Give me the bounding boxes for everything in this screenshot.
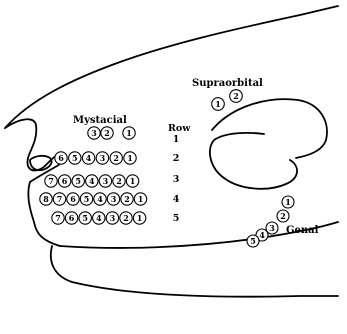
mystacial-whisker: 7	[53, 193, 65, 205]
row-number: 1	[173, 134, 180, 145]
mystacial-whisker-number: 3	[103, 176, 109, 186]
supraorbital-whisker-number: 1	[215, 99, 221, 109]
mystacial-whisker: 6	[67, 193, 79, 205]
mystacial-whisker: 6	[55, 152, 67, 164]
genal-whisker-number: 4	[259, 230, 265, 240]
mystacial-whisker: 2	[101, 127, 113, 139]
mystacial-whisker-number: 3	[111, 194, 117, 204]
eye-lower-lid	[210, 133, 297, 189]
mystacial-whisker-number: 1	[126, 128, 132, 138]
mystacial-whisker-number: 3	[100, 153, 106, 163]
mystacial-whiskers: 3216543217654321876543217654321	[40, 127, 147, 224]
mystacial-whisker: 3	[106, 212, 118, 224]
genal-whisker-number: 2	[280, 211, 286, 221]
genal-whisker: 2	[277, 210, 289, 222]
mystacial-whisker-number: 5	[72, 153, 78, 163]
mystacial-whisker-number: 4	[97, 194, 103, 204]
supraorbital-whisker: 1	[212, 98, 225, 111]
mystacial-whisker-number: 3	[110, 213, 116, 223]
mystacial-whisker: 6	[58, 175, 70, 187]
mystacial-whisker: 2	[121, 193, 133, 205]
genal-whisker-number: 5	[250, 236, 256, 246]
mystacial-whisker-number: 7	[55, 213, 61, 223]
mystacial-whisker-number: 7	[57, 194, 63, 204]
mystacial-whisker-number: 5	[75, 176, 81, 186]
mystacial-whisker: 5	[72, 175, 84, 187]
mystacial-whisker-number: 1	[138, 194, 144, 204]
mystacial-whisker: 1	[134, 193, 146, 205]
mystacial-whisker-number: 1	[127, 153, 133, 163]
mystacial-whisker: 5	[79, 212, 91, 224]
mystacial-whisker: 8	[40, 193, 52, 205]
mystacial-whisker: 3	[96, 152, 108, 164]
mystacial-whisker-number: 7	[48, 176, 54, 186]
mystacial-whisker: 7	[52, 212, 64, 224]
mystacial-whisker: 1	[124, 152, 136, 164]
row-number: 2	[173, 153, 180, 164]
mystacial-whisker-number: 3	[91, 128, 97, 138]
row-number: 5	[173, 213, 180, 224]
mystacial-whisker-number: 2	[116, 176, 122, 186]
mystacial-whisker-number: 1	[137, 213, 143, 223]
mystacial-whisker: 1	[133, 212, 145, 224]
chin-outline	[51, 246, 338, 297]
mystacial-whisker: 2	[110, 152, 122, 164]
row-numbers: 1 2 3 4 5	[173, 134, 180, 224]
mystacial-whisker: 4	[86, 175, 98, 187]
mystacial-whisker-number: 6	[70, 194, 76, 204]
supraorbital-label: Supraorbital	[192, 78, 263, 89]
row-number: 3	[173, 174, 180, 185]
mystacial-whisker-number: 6	[69, 213, 75, 223]
mystacial-whisker: 3	[99, 175, 111, 187]
mystacial-whisker-number: 8	[43, 194, 49, 204]
genal-whisker: 1	[282, 196, 294, 208]
genal-label: Genal	[286, 225, 319, 236]
supraorbital-whiskers: 12	[212, 90, 243, 111]
mystacial-whisker-number: 2	[113, 153, 119, 163]
mystacial-whisker: 4	[82, 152, 94, 164]
mystacial-whisker-number: 2	[123, 213, 129, 223]
mystacial-whisker: 1	[123, 127, 135, 139]
mystacial-whisker-number: 5	[84, 194, 90, 204]
mystacial-whisker: 7	[45, 175, 57, 187]
mystacial-whisker-number: 2	[124, 194, 130, 204]
mystacial-whisker: 6	[65, 212, 77, 224]
genal-whisker-number: 3	[269, 223, 275, 233]
mystacial-whisker-number: 6	[62, 176, 68, 186]
mystacial-whisker: 3	[107, 193, 119, 205]
genal-whisker-number: 1	[285, 197, 291, 207]
eye-upper-lid	[212, 99, 327, 158]
mystacial-whisker: 2	[120, 212, 132, 224]
mystacial-whisker: 3	[88, 127, 100, 139]
mystacial-whisker-number: 4	[86, 153, 92, 163]
mystacial-whisker-number: 2	[104, 128, 110, 138]
mystacial-whisker: 4	[93, 212, 105, 224]
mystacial-whisker-number: 5	[82, 213, 88, 223]
mystacial-whisker-number: 4	[96, 213, 102, 223]
mystacial-whisker: 5	[80, 193, 92, 205]
mystacial-whisker: 2	[113, 175, 125, 187]
mystacial-whisker: 1	[126, 175, 138, 187]
mystacial-whisker: 5	[69, 152, 81, 164]
mystacial-whisker-number: 6	[58, 153, 64, 163]
mystacial-whisker: 4	[94, 193, 106, 205]
mystacial-whisker-number: 4	[89, 176, 95, 186]
row-number: 4	[173, 194, 180, 205]
mystacial-label: Mystacial	[73, 115, 127, 126]
genal-whisker: 5	[247, 235, 259, 247]
row-header: Row	[168, 123, 191, 134]
supraorbital-whisker: 2	[230, 90, 243, 103]
mystacial-whisker-number: 1	[130, 176, 136, 186]
head-top-outline	[5, 6, 338, 128]
supraorbital-whisker-number: 2	[233, 91, 239, 101]
